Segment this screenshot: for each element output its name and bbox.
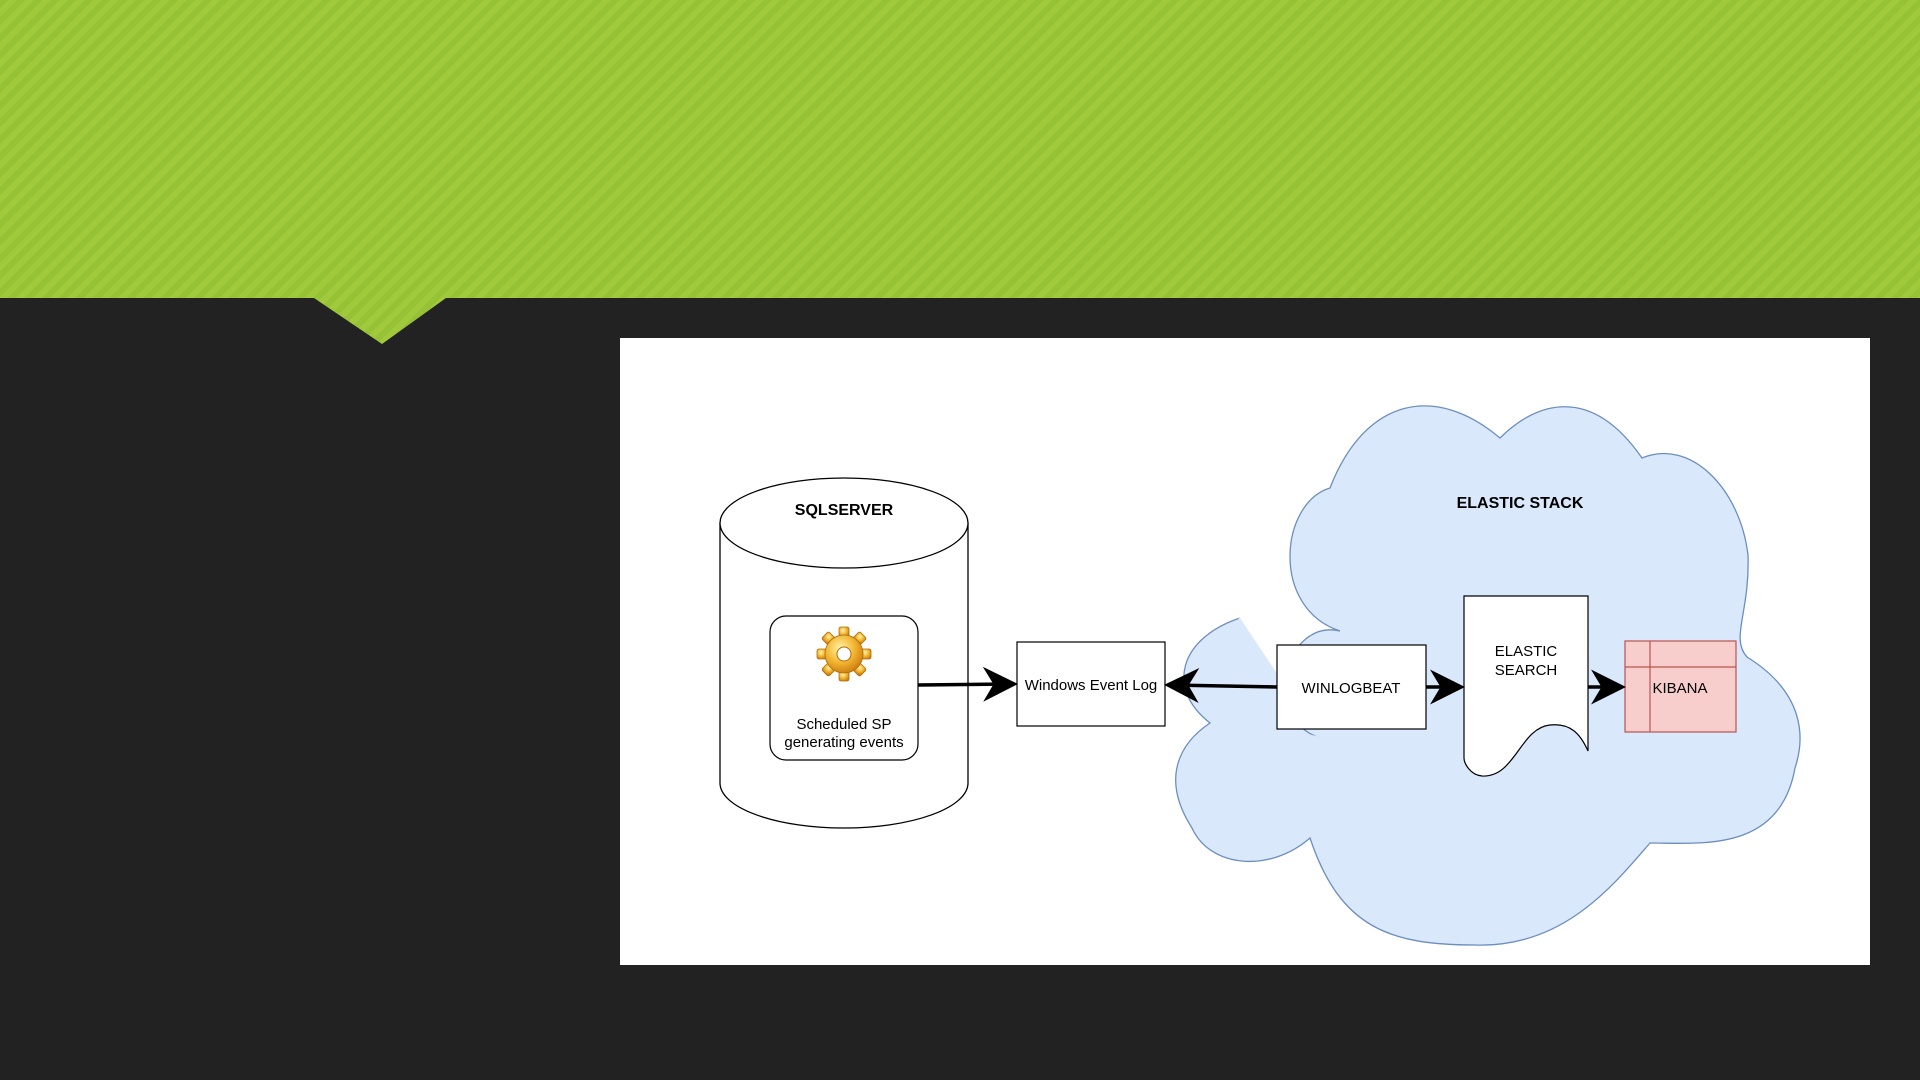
edge-sp-to-eventlog: [918, 684, 1011, 685]
elastic-search-label-line1: ELASTIC: [1495, 643, 1558, 660]
header-band: [0, 0, 1920, 344]
elastic-stack-title: ELASTIC STACK: [1457, 495, 1584, 512]
winlogbeat-label: WINLOGBEAT: [1302, 680, 1401, 697]
windows-event-log-label: Windows Event Log: [1025, 677, 1158, 694]
diagram-panel: ELASTIC STACK SQLSERVER Scheduled SP: [620, 338, 1870, 965]
edge-winlogbeat-to-eventlog: [1171, 685, 1277, 687]
elastic-search-label-line2: SEARCH: [1495, 662, 1558, 679]
gear-icon: [817, 627, 871, 681]
scheduled-sp-label-line1: Scheduled SP: [796, 716, 891, 733]
architecture-diagram: ELASTIC STACK SQLSERVER Scheduled SP: [620, 338, 1870, 965]
kibana-label: KIBANA: [1652, 680, 1707, 697]
scheduled-sp-label-line2: generating events: [784, 734, 903, 751]
sqlserver-label: SQLSERVER: [795, 502, 894, 519]
